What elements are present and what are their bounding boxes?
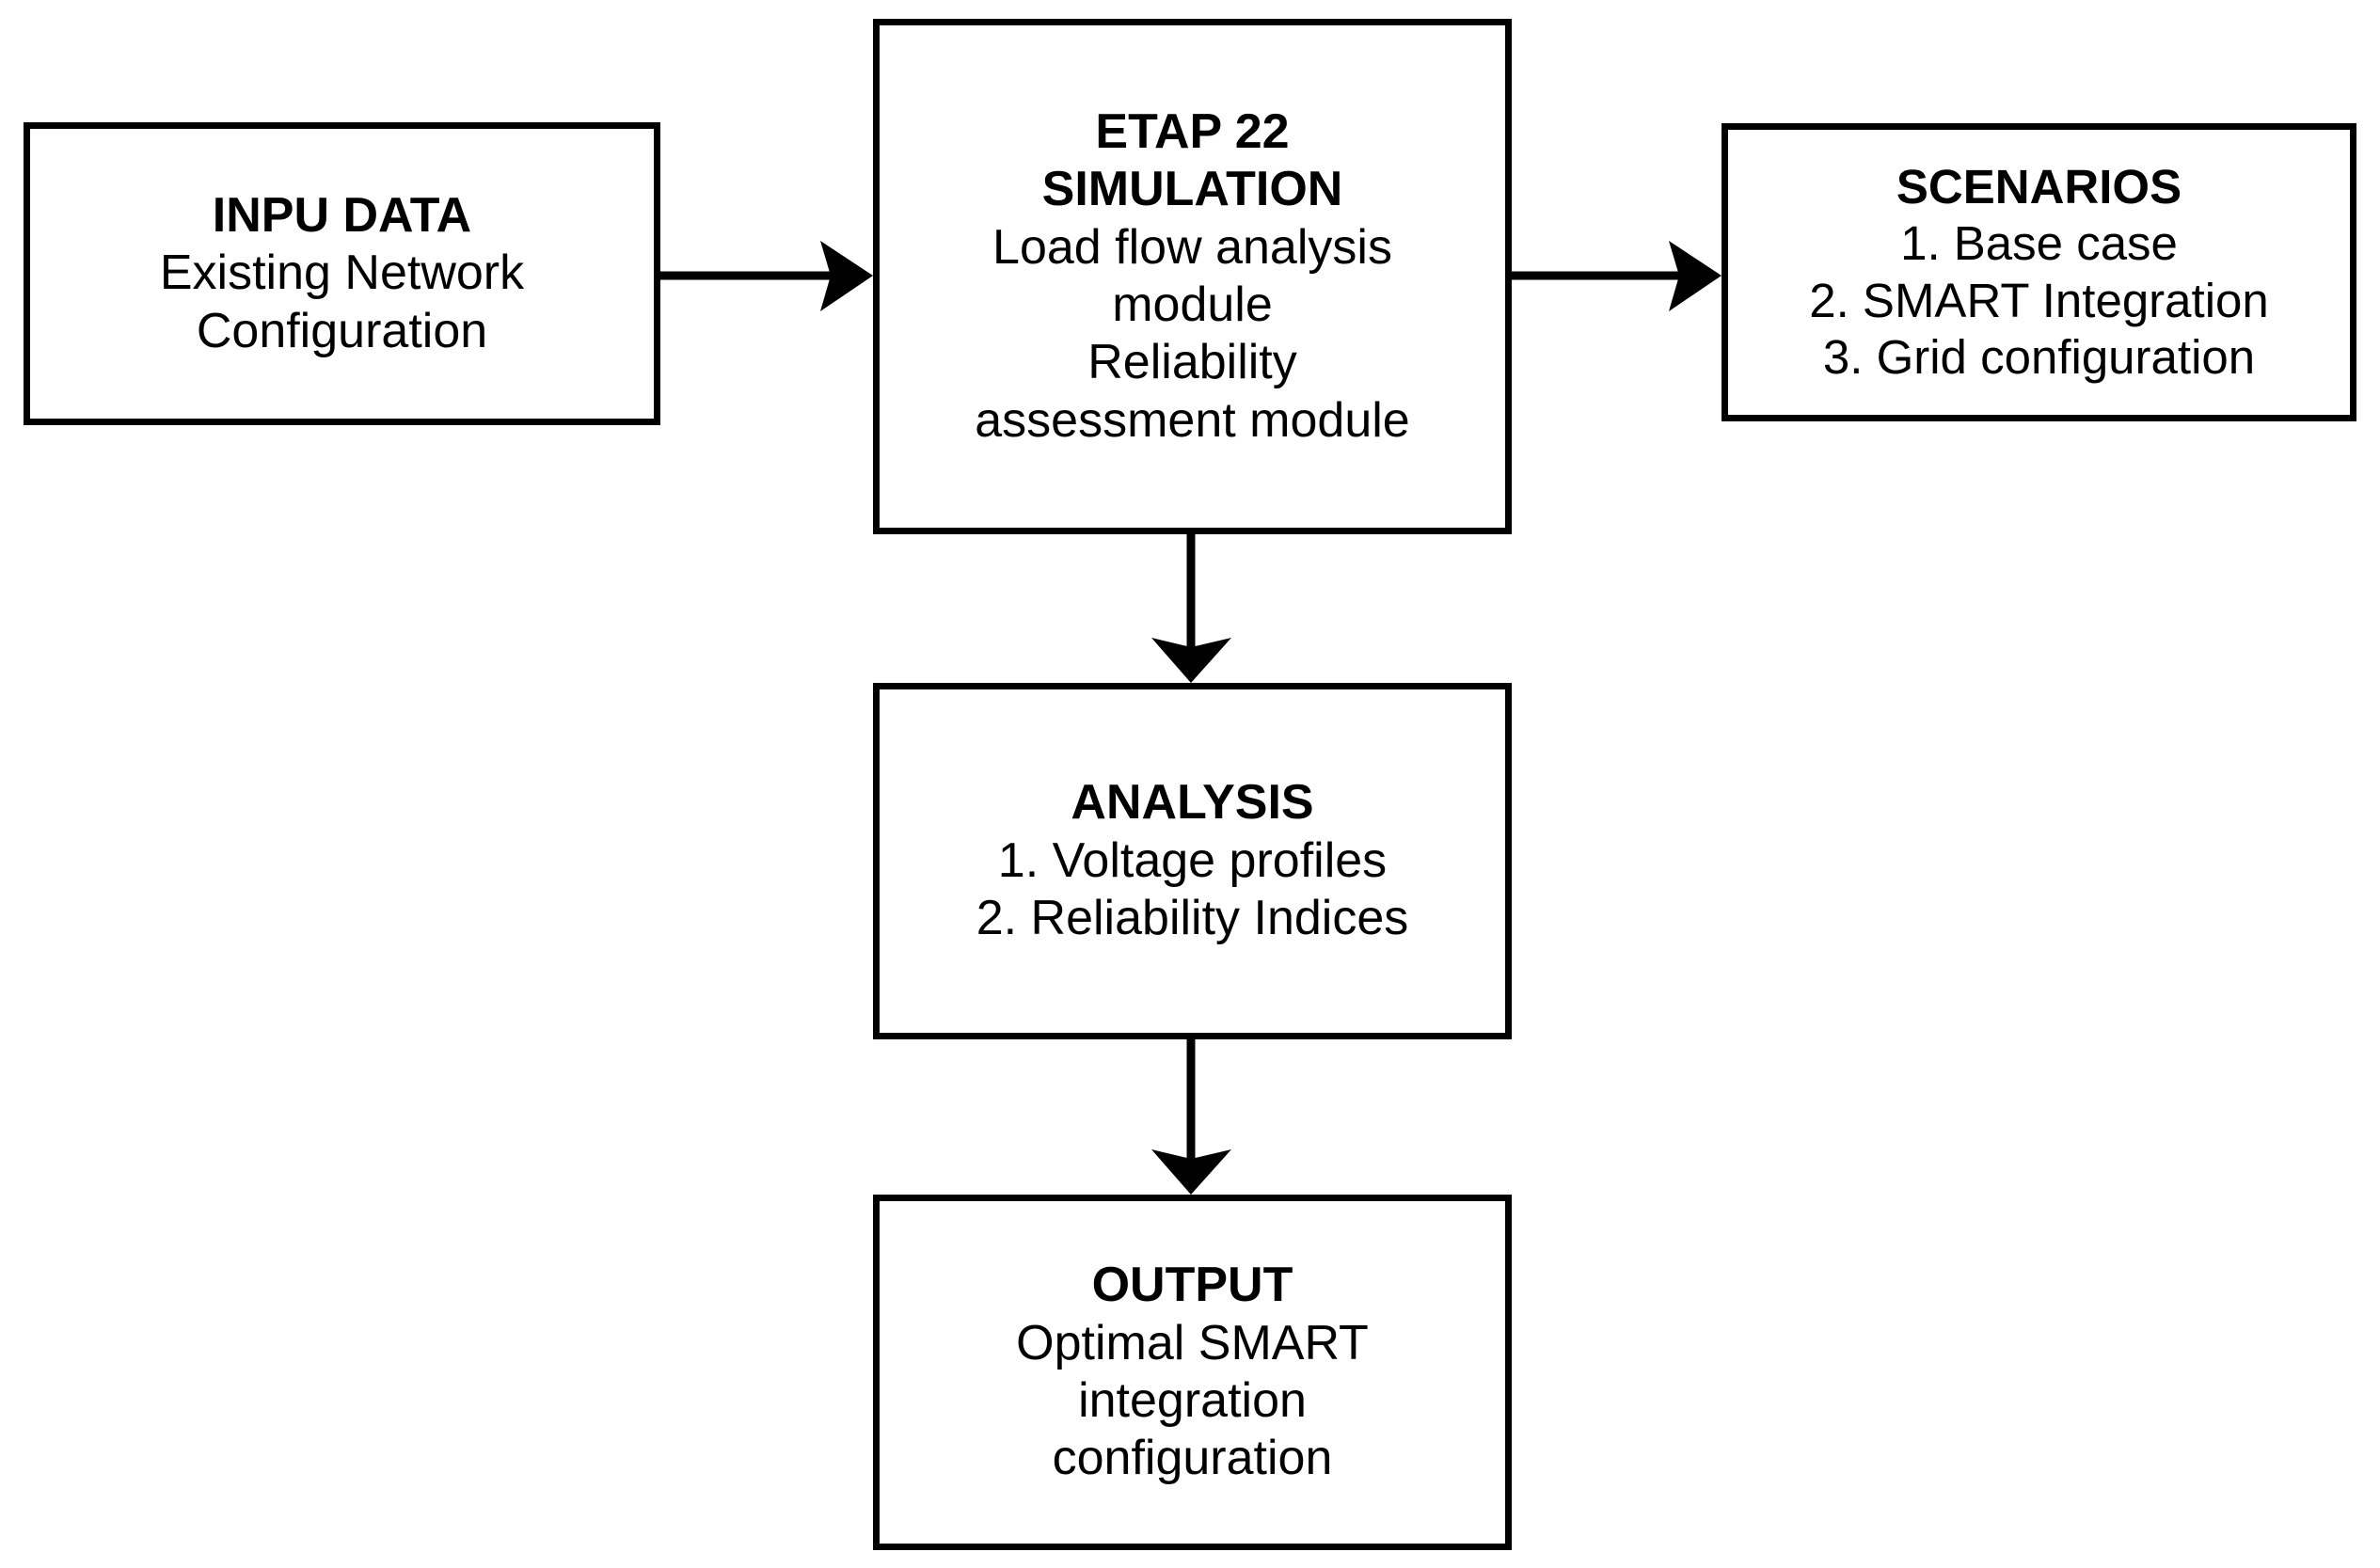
etap-simulation-heading-line-1: ETAP 22: [1095, 103, 1290, 159]
output-line-3: configuration: [1052, 1431, 1333, 1486]
node-analysis[interactable]: ANALYSIS 1. Voltage profiles 2. Reliabil…: [873, 683, 1512, 1039]
arrow-input-to-simulation: [660, 241, 873, 311]
node-input-data[interactable]: INPU DATA Existing Network Configuration: [24, 122, 660, 425]
scenarios-item-1: 1. Base case: [1900, 216, 2178, 271]
scenarios-heading: SCENARIOS: [1896, 160, 2182, 214]
output-line-1: Optimal SMART: [1016, 1315, 1369, 1370]
node-etap-simulation[interactable]: ETAP 22 SIMULATION Load flow analysis mo…: [873, 19, 1512, 534]
arrow-analysis-to-output: [1151, 1039, 1231, 1195]
output-line-2: integration: [1078, 1373, 1307, 1428]
etap-simulation-line-1: Load flow analysis: [992, 219, 1392, 275]
analysis-item-1: 1. Voltage profiles: [997, 832, 1388, 888]
analysis-heading: ANALYSIS: [1071, 775, 1314, 831]
arrow-simulation-to-analysis: [1151, 534, 1231, 683]
analysis-item-2: 2. Reliability Indices: [976, 891, 1409, 946]
input-data-heading: INPU DATA: [212, 187, 472, 243]
node-scenarios[interactable]: SCENARIOS 1. Base case 2. SMART Integrat…: [1722, 123, 2356, 421]
etap-simulation-heading-line-2: SIMULATION: [1041, 162, 1343, 217]
arrow-simulation-to-scenarios: [1512, 241, 1722, 311]
etap-simulation-line-2: module: [1112, 277, 1273, 332]
output-heading: OUTPUT: [1091, 1258, 1293, 1313]
input-data-line-2: Configuration: [196, 303, 488, 358]
scenarios-item-3: 3. Grid configuration: [1822, 329, 2256, 384]
node-output[interactable]: OUTPUT Optimal SMART integration configu…: [873, 1195, 1512, 1550]
etap-simulation-line-3: Reliability: [1087, 335, 1297, 390]
input-data-line-1: Existing Network: [159, 245, 525, 301]
scenarios-item-2: 2. SMART Integration: [1809, 273, 2269, 327]
etap-simulation-line-4: assessment module: [975, 392, 1410, 448]
